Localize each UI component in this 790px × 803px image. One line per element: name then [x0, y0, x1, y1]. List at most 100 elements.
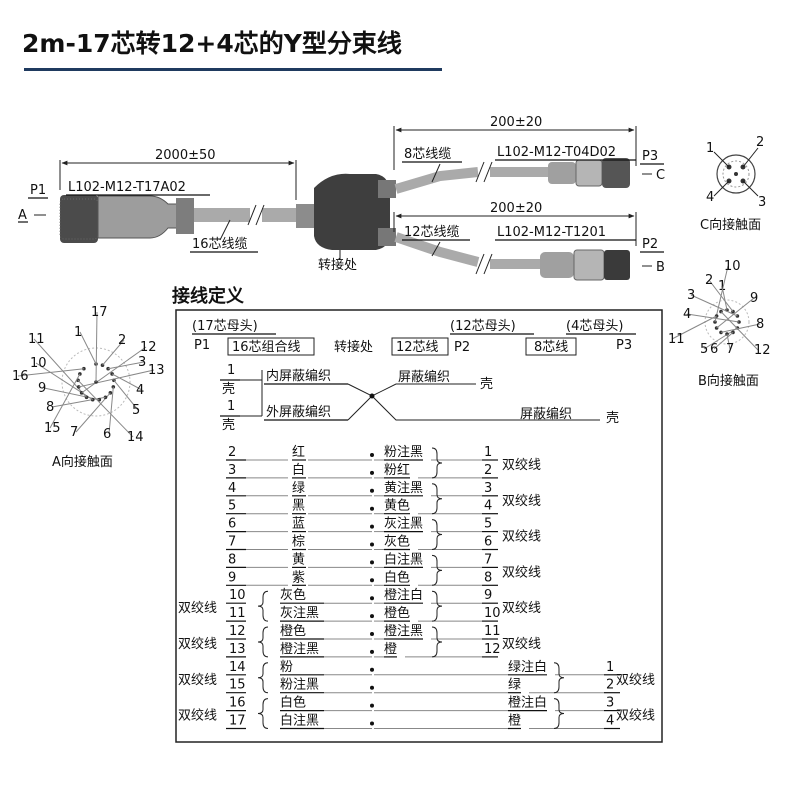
pair-brace-left [257, 662, 269, 694]
hdr-4: (4芯母头) [566, 319, 623, 334]
box-12 [391, 337, 449, 356]
p1-color: 灰注黑 [280, 606, 319, 621]
p1-pin: 13 [229, 642, 246, 657]
c-face-caption: C向接触面 [700, 217, 761, 233]
wire-node [370, 524, 374, 529]
hdr-12: (12芯母头) [450, 319, 516, 334]
a-pin-label: 9 [38, 381, 46, 396]
wire-node [370, 596, 374, 601]
wire-node [370, 632, 374, 636]
p2-color: 黄注黑 [384, 481, 423, 496]
shield-inner-shell: 壳 [222, 382, 235, 397]
shield-outer-label: 外屏蔽编织 [266, 405, 331, 420]
p1-color: 灰色 [280, 587, 306, 603]
splitter-out-bottom [378, 228, 396, 246]
box-8-label: 8芯线 [534, 340, 568, 355]
p2-color: 橙 [384, 642, 397, 657]
wiring-definition: 接线定义 (17芯母头) (12芯母头) (4芯母头) P1 16芯组合线 转接… [172, 285, 663, 743]
b-pin-label: 1 [718, 279, 726, 294]
p1-label: P1 [30, 183, 46, 198]
p1-color: 黄 [292, 552, 305, 567]
twisted-label-left: 双绞线 [178, 600, 217, 616]
pair-brace [431, 519, 443, 550]
p2-pin: 8 [484, 570, 492, 585]
p2-pin: 12 [484, 642, 501, 657]
pair-brace-left [257, 698, 269, 729]
p1-pin: 8 [228, 552, 236, 567]
p2-color: 粉红 [384, 462, 410, 478]
p2-body [573, 249, 605, 281]
p1-pin: 15 [229, 678, 246, 693]
p1-color: 白 [292, 462, 305, 478]
p2-color: 橙 [508, 714, 521, 729]
p2-pin: 1 [606, 660, 614, 675]
a-face-outline [61, 347, 131, 417]
wiring-p1: P1 [194, 338, 210, 353]
p2-pin: 2 [606, 678, 614, 693]
cable-12-label: 12芯线缆 [404, 224, 460, 240]
box-8 [525, 337, 577, 356]
p2-pin: 9 [484, 588, 492, 603]
p1-color: 粉注黑 [280, 678, 319, 693]
p2-color: 黄色 [384, 498, 410, 514]
a-leader [75, 392, 111, 433]
a-face-caption: A向接触面 [52, 454, 113, 470]
a-pin-dot [76, 385, 81, 389]
wire-node [370, 667, 374, 672]
a-pin-dot [106, 366, 110, 371]
wire-node [370, 560, 374, 565]
wire-node [370, 506, 374, 511]
shield-label-p3: 屏蔽编织 [520, 407, 572, 422]
leader-12 [431, 241, 441, 257]
p1-color: 白色 [280, 695, 306, 711]
p2-color: 绿 [508, 678, 521, 693]
break-mark [475, 161, 485, 183]
c-pin-dot [734, 172, 738, 176]
p1-pin: 2 [228, 445, 236, 460]
box-12-label: 12芯线 [396, 340, 439, 355]
twisted-label-left: 双绞线 [178, 636, 217, 652]
box-16-label: 16芯组合线 [232, 340, 301, 355]
p2-color: 橙注白 [384, 587, 423, 603]
p3-nut [602, 158, 630, 188]
b-leader [671, 315, 717, 340]
p1-color: 绿 [292, 481, 305, 496]
dim-top-label: 200±20 [490, 115, 542, 130]
c-leader [742, 180, 759, 197]
b-leader [713, 332, 734, 350]
b-pin-label: 3 [687, 288, 695, 303]
b-leader [716, 297, 755, 329]
p1-pin: 9 [228, 570, 236, 585]
break-mark [483, 253, 493, 275]
shield-inner-pin: 1 [227, 363, 235, 378]
wire-node [370, 685, 374, 690]
splitter-body [314, 173, 390, 250]
a-leader [51, 396, 106, 408]
b-leader [690, 294, 738, 317]
a-leader [79, 331, 97, 365]
b-pin-dot [719, 330, 723, 335]
dim-bottom-label: 200±20 [490, 201, 542, 216]
p1-color: 棕 [292, 535, 305, 550]
a-pin-label: 1 [74, 325, 82, 340]
twisted-label: 双绞线 [502, 457, 541, 473]
p1-connector-body [97, 195, 189, 239]
b-pin-label: 11 [668, 332, 685, 347]
wire-node [370, 614, 374, 619]
a-leader [102, 339, 125, 366]
c-face-diagram: 1 2 3 4 C向接触面 [700, 135, 766, 233]
a-pin-label: 4 [136, 383, 144, 398]
page-title: 2m-17芯转12+4芯的Y型分束线 [22, 29, 402, 58]
a-pin-label: 3 [138, 355, 146, 370]
pair-brace [431, 447, 443, 479]
p2-color: 白色 [384, 569, 410, 585]
